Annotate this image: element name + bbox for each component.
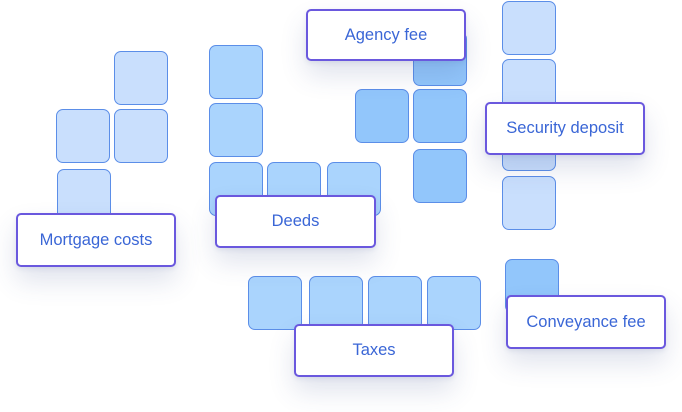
label-mortgage-costs: Mortgage costs [16, 213, 176, 267]
mortgage-tile [114, 109, 168, 163]
taxes-tile [309, 276, 363, 330]
deeds-tile [209, 45, 263, 99]
deposit-tile [502, 1, 556, 55]
agency-tile [413, 149, 467, 203]
label-agency-fee: Agency fee [306, 9, 466, 61]
agency-tile [355, 89, 409, 143]
label-taxes: Taxes [294, 324, 454, 377]
taxes-tile [368, 276, 422, 330]
deposit-tile [502, 176, 556, 230]
taxes-tile [427, 276, 481, 330]
agency-tile [413, 89, 467, 143]
mortgage-tile [56, 109, 110, 163]
mortgage-tile [114, 51, 168, 105]
deeds-tile [209, 103, 263, 157]
label-security-deposit: Security deposit [485, 102, 645, 155]
taxes-tile [248, 276, 302, 330]
label-deeds: Deeds [215, 195, 376, 248]
label-conveyance-fee: Conveyance fee [506, 295, 666, 349]
